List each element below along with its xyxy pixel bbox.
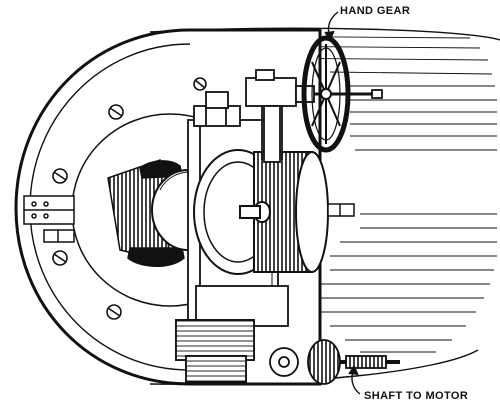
leader-hand-gear (324, 11, 339, 42)
bolt-top (108, 104, 124, 120)
left-slide-bar (23, 195, 75, 243)
hand-gear-label: HAND GEAR (340, 5, 411, 17)
hand-gear-assembly (245, 69, 383, 163)
shaft-to-motor-label: SHAFT TO MOTOR (364, 390, 469, 402)
bolt-top-right (193, 77, 207, 91)
base-block (175, 285, 289, 383)
bolt-lower-left (52, 250, 68, 266)
leader-shaft-to-motor (348, 364, 361, 395)
tool-head (193, 149, 329, 275)
hand-wheel (301, 35, 351, 153)
adjust-screw (327, 203, 355, 217)
bolt-upper-left (52, 168, 68, 184)
motor-coupling (269, 339, 400, 385)
housing-shading (209, 35, 497, 353)
chuck-jaws (107, 158, 185, 267)
bolt-bottom (106, 304, 122, 320)
plate-bolts (52, 77, 207, 320)
